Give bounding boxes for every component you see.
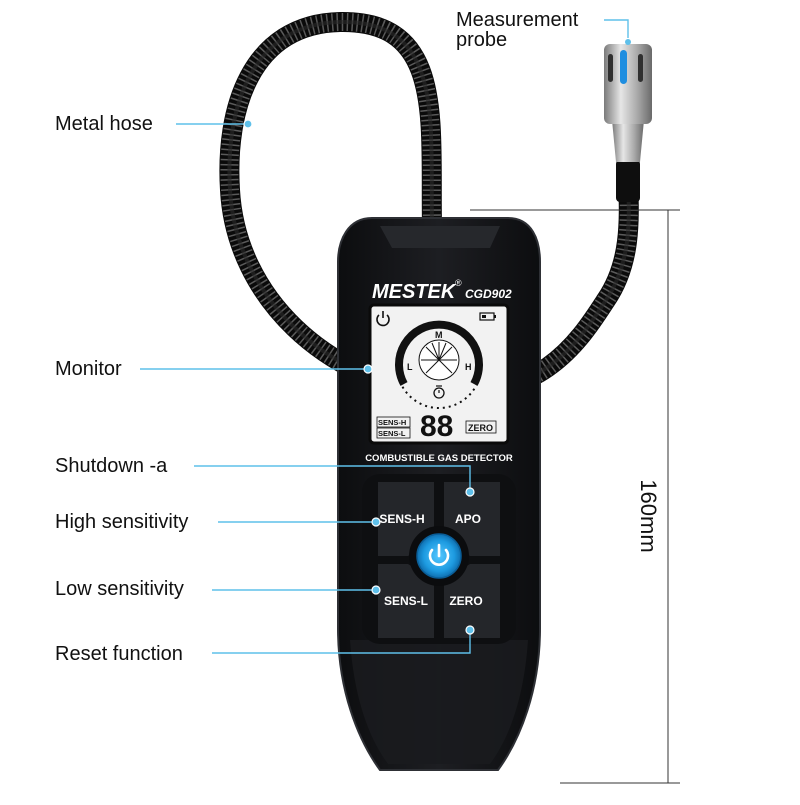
power-button[interactable] [409, 526, 469, 586]
reset-leader [212, 632, 471, 654]
lcd-sens-h-label: SENS-H [378, 418, 406, 427]
product-name: COMBUSTIBLE GAS DETECTOR [365, 453, 513, 464]
sens-l-button-label: SENS-L [384, 594, 428, 608]
lcd-digits: 88 [420, 410, 453, 443]
dial-high-label: H [465, 362, 472, 372]
brand-registered-mark: ® [455, 278, 462, 288]
power-icon [376, 311, 390, 327]
callout-reset-function: Reset function [55, 643, 183, 665]
sens-h-button-label: SENS-H [379, 512, 424, 526]
zero-button[interactable] [444, 564, 500, 638]
leader-lines [140, 19, 629, 654]
lcd-sens-l-label: SENS-L [378, 429, 406, 438]
callout-measurement-probe: Measurement probe [456, 10, 578, 50]
callout-low-sensitivity: Low sensitivity [55, 578, 184, 600]
callout-measurement-probe-line1: Measurement [456, 9, 579, 31]
measurement-probe [604, 39, 652, 202]
sensitivity-dial: M L H [395, 320, 483, 409]
apo-button-label: APO [455, 512, 481, 526]
dimension-indicator [470, 209, 680, 784]
zero-button-label: ZERO [449, 594, 482, 608]
dial-mid-label: M [435, 330, 443, 340]
callout-monitor: Monitor [55, 358, 122, 380]
brand-logo: MESTEK [372, 281, 457, 303]
dial-low-label: L [407, 362, 413, 372]
leader-dots [243, 119, 475, 635]
battery-icon [479, 312, 496, 321]
power-button-icon [428, 543, 450, 566]
dimension-label: 160mm [636, 479, 661, 553]
callout-measurement-probe-line2: probe [456, 29, 508, 51]
callout-metal-hose: Metal hose [55, 113, 153, 135]
button-pad: SENS-H APO SENS-L ZERO [362, 474, 516, 644]
sens-l-button[interactable] [378, 564, 434, 638]
lcd-zero-label: ZERO [468, 423, 493, 433]
metal-hose [219, 11, 639, 404]
probe-leader [604, 19, 629, 38]
lcd-monitor: M L H 88 SENS-H SENS-L ZERO [368, 303, 510, 445]
callout-high-sensitivity: High sensitivity [55, 511, 189, 533]
shutdown-leader [194, 465, 471, 490]
timer-icon [433, 385, 445, 399]
callout-shutdown: Shutdown -a [55, 455, 168, 477]
model-number: CGD902 [465, 287, 512, 301]
